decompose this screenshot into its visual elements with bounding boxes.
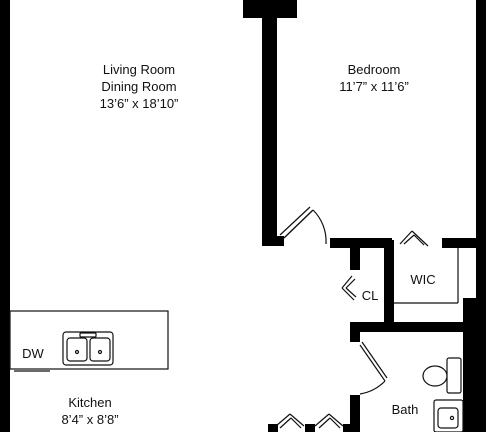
bedroom-wall-stub bbox=[262, 236, 284, 246]
dishwasher-label: DW bbox=[22, 346, 44, 361]
wic-outline bbox=[394, 248, 459, 304]
kitchen-bifold-door-right[interactable] bbox=[314, 413, 344, 429]
bedroom-label: Bedroom 11’7” x 11’6” bbox=[339, 62, 409, 94]
closet-label: CL bbox=[362, 288, 379, 303]
closet-wall-right bbox=[384, 240, 394, 332]
bedroom-wall-left bbox=[262, 0, 277, 245]
closet-wall-left-top bbox=[350, 240, 360, 270]
bath-label: Bath bbox=[392, 402, 419, 417]
bath-door[interactable] bbox=[359, 341, 388, 395]
living-room-dimensions: 13’6” x 18’10” bbox=[100, 96, 179, 111]
kitchen-bifold-door-left[interactable] bbox=[275, 413, 305, 429]
kitchen-label: Kitchen 8’4” x 8’8” bbox=[61, 395, 118, 427]
bath-wall-left-top bbox=[350, 322, 360, 342]
exterior-wall-left bbox=[0, 0, 10, 432]
kitchen-wall-stub-1 bbox=[268, 424, 278, 432]
walk-in-closet-door[interactable] bbox=[399, 230, 429, 247]
exterior-wall-right bbox=[476, 0, 486, 432]
closet-door[interactable] bbox=[341, 275, 357, 301]
bedroom-wall-bottom-right bbox=[442, 238, 486, 248]
kitchen-wall-stub-3 bbox=[343, 424, 353, 432]
kitchen-dimensions: 8’4” x 8’8” bbox=[61, 412, 118, 427]
bedroom-name: Bedroom bbox=[348, 62, 401, 77]
kitchen-sink bbox=[62, 331, 114, 366]
walk-in-closet-label: WIC bbox=[410, 272, 435, 287]
bath-wall-left-bottom bbox=[350, 395, 360, 432]
kitchen-name: Kitchen bbox=[68, 395, 111, 410]
living-room-name: Living Room bbox=[103, 62, 175, 77]
bedroom-dimensions: 11’7” x 11’6” bbox=[339, 79, 409, 94]
kitchen-wall-stub-2 bbox=[305, 424, 315, 432]
exterior-wall-right-thick bbox=[463, 298, 486, 432]
dining-room-name: Dining Room bbox=[101, 79, 176, 94]
bedroom-wall-bottom-mid bbox=[330, 238, 392, 248]
bath-wall-top bbox=[350, 322, 476, 332]
toilet bbox=[422, 357, 462, 394]
living-room-label: Living Room Dining Room 13’6” x 18’10” bbox=[100, 62, 179, 111]
bedroom-door[interactable] bbox=[279, 206, 327, 245]
bathroom-vanity bbox=[433, 399, 464, 432]
